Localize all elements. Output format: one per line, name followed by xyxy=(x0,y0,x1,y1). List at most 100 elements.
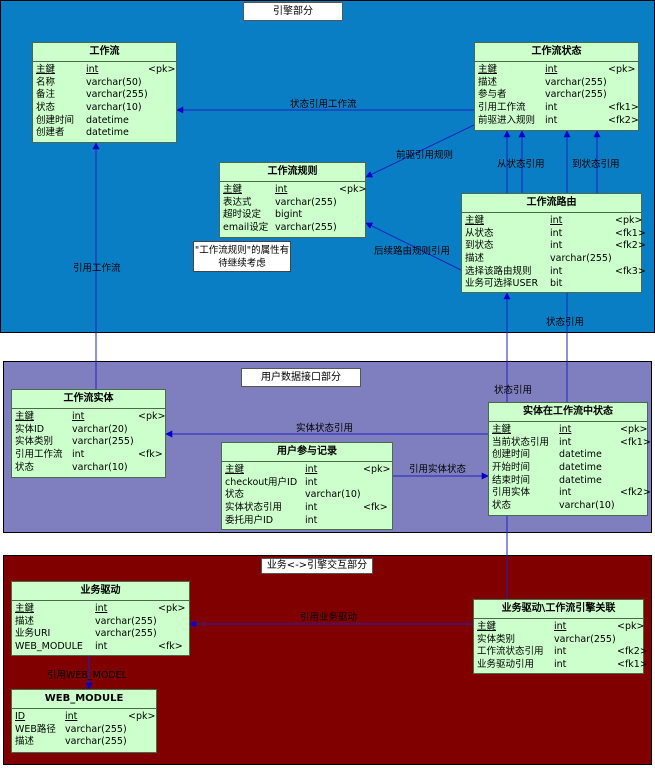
column-key: <fk2> xyxy=(617,646,648,658)
label-ref-entity-state: 引用实体状态 xyxy=(409,464,467,475)
column-key: <fk1> xyxy=(608,102,639,114)
column-type: varchar(10) xyxy=(559,500,615,512)
column-key: <fk> xyxy=(158,641,183,653)
column-name: 业务URI xyxy=(15,628,51,640)
column-key: <pk> xyxy=(138,411,166,422)
column-type: int xyxy=(72,449,85,461)
column-type: int xyxy=(545,102,558,114)
column-type: int xyxy=(95,603,108,614)
column-name: 状态 xyxy=(36,102,56,114)
column-name: 工作流状态引用 xyxy=(477,646,544,658)
label-entity-state-ref: 实体状态引用 xyxy=(296,423,354,434)
column-type: int xyxy=(559,424,572,435)
column-type: varchar(10) xyxy=(305,489,361,501)
column-key: <pk> xyxy=(148,64,176,75)
rule-note-line1: "工作流规则"的属性有 xyxy=(194,245,290,256)
column-name: 描述 xyxy=(478,76,498,88)
column-type: varchar(255) xyxy=(65,736,127,748)
label-ref-web-module: 引用WEB_MODEL xyxy=(47,670,127,681)
column-key: <pk> xyxy=(339,184,367,195)
table-row: 业务可选择USER bit xyxy=(465,278,638,291)
column-key: <fk3> xyxy=(615,265,646,277)
table-title: 业务驱动 xyxy=(12,582,189,601)
label-state-ref-2: 状态引用 xyxy=(494,385,533,396)
column-name: 创建者 xyxy=(36,127,65,139)
column-name: 委托用户ID xyxy=(225,514,274,526)
column-name: 引用实体 xyxy=(492,487,531,499)
column-type: bit xyxy=(550,278,563,290)
column-type: int xyxy=(554,659,567,671)
column-name: 主鍵 xyxy=(223,184,243,195)
table-row: 名称 varchar(50) xyxy=(36,77,173,90)
column-type: int xyxy=(554,621,567,632)
column-name: 引用工作流 xyxy=(478,102,526,114)
table-title: 工作流规则 xyxy=(220,163,365,182)
table-title: WEB_MODULE xyxy=(12,690,156,709)
column-name: 超时设定 xyxy=(223,209,262,221)
column-key: <fk1> xyxy=(620,436,651,448)
line-route-rule xyxy=(365,222,462,271)
column-name: 业务可选择USER xyxy=(465,278,539,290)
column-name: 选择该路由规则 xyxy=(465,265,532,277)
column-type: int xyxy=(305,502,318,514)
column-key: <fk2> xyxy=(620,487,651,499)
column-type: int xyxy=(72,411,85,422)
column-name: 描述 xyxy=(15,736,35,748)
column-key: <fk1> xyxy=(615,227,646,239)
rule-note: "工作流规则"的属性有 待继续考虑 xyxy=(193,241,291,272)
column-name: 创建时间 xyxy=(492,449,531,461)
column-type: datetime xyxy=(559,474,602,486)
column-type: int xyxy=(86,64,99,75)
column-name: 备注 xyxy=(36,89,56,101)
column-name: 名称 xyxy=(36,76,56,88)
column-name: ID xyxy=(15,711,26,722)
table-title: 业务驱动\工作流引擎关联 xyxy=(474,600,643,619)
column-key: <pk> xyxy=(608,64,636,75)
column-name: 主鍵 xyxy=(15,411,35,422)
column-name: 创建时间 xyxy=(36,114,75,126)
label-state-ref-1: 状态引用 xyxy=(546,317,585,328)
column-type: varchar(50) xyxy=(86,76,142,88)
column-type: varchar(255) xyxy=(65,723,127,735)
column-name: 当前状态引用 xyxy=(492,436,550,448)
column-name: 状态 xyxy=(15,461,35,473)
table-title: 实体在工作流中状态 xyxy=(489,403,647,422)
column-type: int xyxy=(550,215,563,226)
column-name: 主鍵 xyxy=(15,603,35,614)
